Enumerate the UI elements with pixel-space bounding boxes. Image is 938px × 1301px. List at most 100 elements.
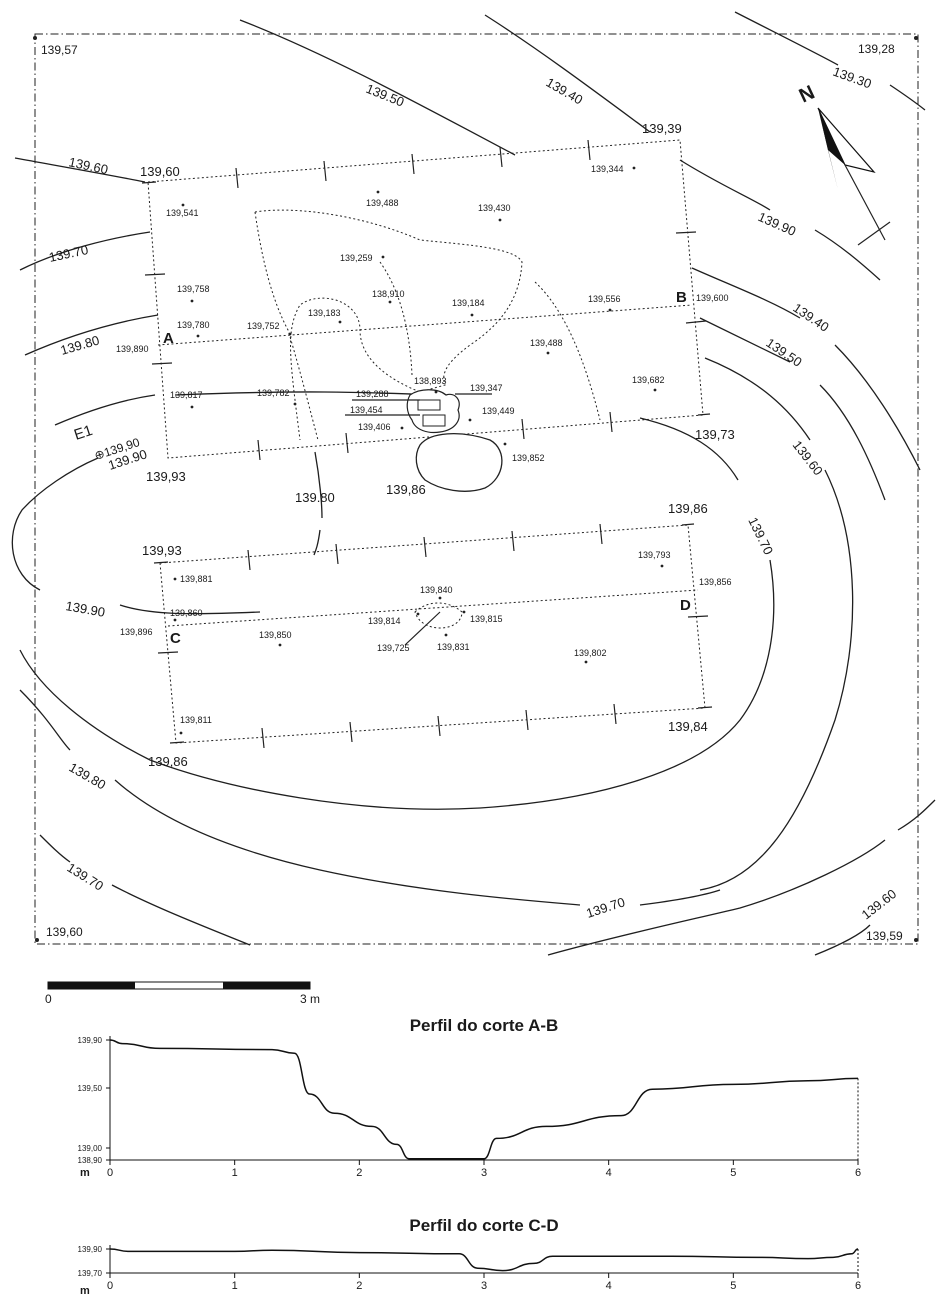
trench-bottom bbox=[159, 524, 706, 744]
contour-line bbox=[19, 231, 151, 271]
profile-y-tick-label: 139,00 bbox=[78, 1144, 103, 1153]
contour-line bbox=[699, 317, 886, 501]
trench-corner-label: 139,93 bbox=[146, 469, 186, 484]
elevation-point: 139,840 bbox=[420, 585, 453, 595]
frame-corner-marker bbox=[914, 36, 918, 40]
contour-line bbox=[14, 157, 146, 183]
elevation-point: 139,430 bbox=[478, 203, 511, 213]
elevation-point: 139,347 bbox=[470, 383, 503, 393]
elevation-point: 139,802 bbox=[574, 648, 607, 658]
section-letter-c: C bbox=[170, 630, 181, 647]
elevation-point: 139,881 bbox=[180, 574, 213, 584]
elevation-point: 139,449 bbox=[482, 406, 515, 416]
frame-corner-label: 139,28 bbox=[858, 42, 895, 56]
trench-corner-label: 139,86 bbox=[148, 754, 188, 769]
elevation-point: 139,600 bbox=[696, 293, 729, 303]
north-arrow-shaft bbox=[844, 164, 886, 241]
feature-outline bbox=[534, 281, 601, 421]
contour-line bbox=[54, 391, 441, 426]
trench-corner-label: 139,39 bbox=[642, 121, 682, 136]
elevation-point: 139,288 bbox=[356, 389, 389, 399]
elevation-point: 139,856 bbox=[699, 577, 732, 587]
frame-corner-marker bbox=[35, 938, 39, 942]
trench-corner-label: 139,86 bbox=[668, 501, 708, 516]
elevation-point: 139,831 bbox=[437, 642, 470, 652]
contour-line bbox=[39, 834, 251, 946]
north-arrow-dark-half bbox=[818, 108, 838, 190]
elevation-point: 139,488 bbox=[530, 338, 563, 348]
elevation-point: 139,184 bbox=[452, 298, 485, 308]
frame-corner-label: 139,57 bbox=[41, 43, 78, 57]
elevation-point: 139,682 bbox=[632, 375, 665, 385]
profile-x-tick-label: 3 bbox=[481, 1167, 487, 1179]
elevation-point: 139,183 bbox=[308, 308, 341, 318]
section-letter-a: A bbox=[163, 330, 174, 347]
contour-line bbox=[239, 19, 516, 156]
contour-line bbox=[547, 799, 936, 956]
profile-cd-title: Perfil do corte C-D bbox=[409, 1216, 558, 1235]
trench-top bbox=[147, 139, 704, 459]
frame-corner-marker bbox=[33, 36, 37, 40]
section-letter-b: B bbox=[676, 289, 687, 306]
profile-x-tick-label: 6 bbox=[855, 1167, 861, 1179]
elevation-point: 139,541 bbox=[166, 208, 199, 218]
profile-y-tick-label: 139,90 bbox=[78, 1036, 103, 1045]
profile-ab-unit: m bbox=[80, 1167, 90, 1179]
trench-corner-label: 139,73 bbox=[695, 427, 735, 442]
elevation-point: 139,752 bbox=[247, 321, 280, 331]
contour-line bbox=[11, 457, 261, 615]
elevation-point: 139,793 bbox=[638, 550, 671, 560]
elevation-point: 138,910 bbox=[372, 289, 405, 299]
contour-line bbox=[19, 417, 775, 810]
contour-line bbox=[313, 451, 323, 556]
contour-line bbox=[699, 357, 854, 891]
profile-cd-unit: m bbox=[80, 1285, 90, 1297]
elevation-point: 139,860 bbox=[170, 608, 203, 618]
trench-grid-ticks bbox=[153, 523, 713, 749]
north-arrow-light-half bbox=[817, 107, 876, 174]
elevation-point: 139,896 bbox=[120, 627, 153, 637]
frame-corner-marker bbox=[914, 938, 918, 942]
trench-corner-label: 139,93 bbox=[142, 543, 182, 558]
contour-line bbox=[691, 267, 921, 471]
elevation-point: 139,725 bbox=[377, 643, 410, 653]
contour-line bbox=[814, 924, 871, 956]
elevation-point: 139,406 bbox=[358, 422, 391, 432]
elevation-point: 139,814 bbox=[368, 616, 401, 626]
profile-x-tick-label: 1 bbox=[232, 1167, 238, 1179]
trench-corner-label: 139,84 bbox=[668, 719, 708, 734]
plan-frame bbox=[34, 33, 919, 945]
profile-x-tick-label: 1 bbox=[232, 1280, 238, 1292]
pit-outline bbox=[415, 433, 503, 492]
trench-corner-label: 139,60 bbox=[140, 164, 180, 179]
elevation-points-bottom: 139,881 139,793 139,856 139,840 139,860 … bbox=[120, 550, 732, 735]
elevation-point: 139,852 bbox=[512, 453, 545, 463]
leader-line bbox=[404, 611, 441, 646]
profile-y-tick-label: 139,90 bbox=[78, 1245, 103, 1254]
profile-x-tick-label: 0 bbox=[107, 1280, 113, 1292]
contour-label: 139.90 bbox=[64, 598, 106, 620]
profile-ab-line bbox=[109, 1039, 859, 1160]
section-line-ab bbox=[157, 304, 693, 346]
elevation-point: 138,893 bbox=[414, 376, 447, 386]
contour-line bbox=[24, 314, 159, 356]
profile-x-tick-label: 5 bbox=[730, 1280, 736, 1292]
elevation-point: 139,890 bbox=[116, 344, 149, 354]
profile-x-tick-label: 4 bbox=[606, 1280, 612, 1292]
section-line-cd bbox=[167, 589, 699, 627]
scale-bar-end: 3 m bbox=[300, 992, 320, 1006]
elevation-point: 139,811 bbox=[180, 715, 212, 725]
profile-ab-title: Perfil do corte A-B bbox=[410, 1016, 559, 1035]
profile-y-tick-label: 139,70 bbox=[78, 1269, 103, 1278]
profile-y-tick-label: 139,50 bbox=[78, 1084, 103, 1093]
stone-cluster bbox=[417, 399, 446, 427]
profile-x-tick-label: 3 bbox=[481, 1280, 487, 1292]
pit-label: 139,86 bbox=[386, 482, 426, 497]
contour-line bbox=[679, 159, 881, 281]
contour-line bbox=[19, 689, 721, 906]
elevation-point: 139,454 bbox=[350, 405, 383, 415]
north-arrow: N bbox=[796, 81, 891, 246]
